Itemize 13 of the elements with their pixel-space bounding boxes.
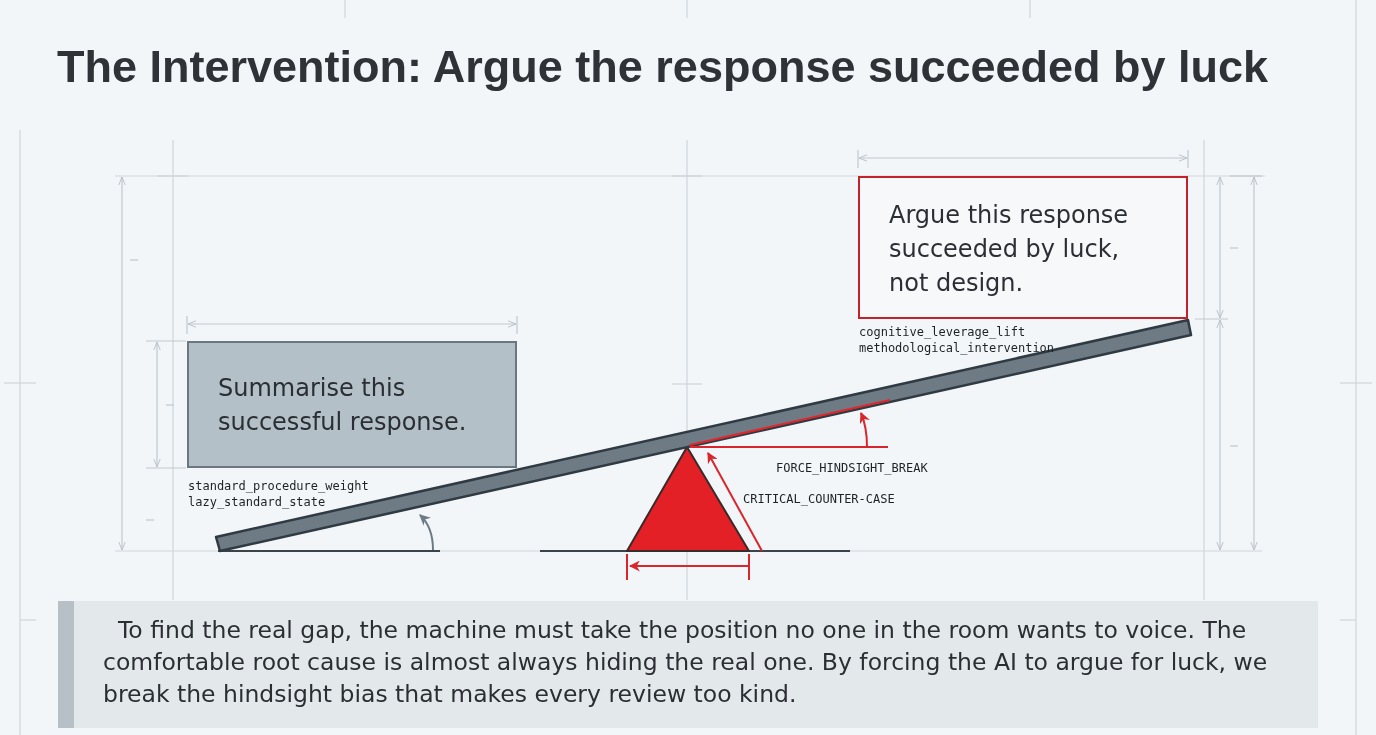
left-weight-box	[187, 341, 517, 468]
box-text: Argue this response succeeded by luck, not design.	[889, 200, 1130, 299]
code-label: methodological_intervention	[859, 340, 1055, 356]
title: The Intervention: Argue the response succeeded by luck	[57, 41, 1269, 93]
note-panel	[58, 601, 1318, 728]
note-text: To find the real gap, the machine must take the position no one in the room wants to voice. The comfortable root cause is almost always hiding the real one. By forcing the AI to argue for luck, we break the hindsight bias that makes every review too kind.	[103, 615, 1269, 710]
right-weight-box	[858, 176, 1188, 319]
force-label: CRITICAL_COUNTER-CASE	[743, 491, 895, 507]
force-label: FORCE_HINDSIGHT_BREAK	[776, 460, 928, 476]
code-label: standard_procedure_weight	[188, 478, 369, 494]
code-label: lazy_standard_state	[188, 494, 326, 510]
code-label: cognitive_leverage_lift	[859, 324, 1026, 340]
box-text: Summarise this successful response.	[218, 373, 468, 438]
